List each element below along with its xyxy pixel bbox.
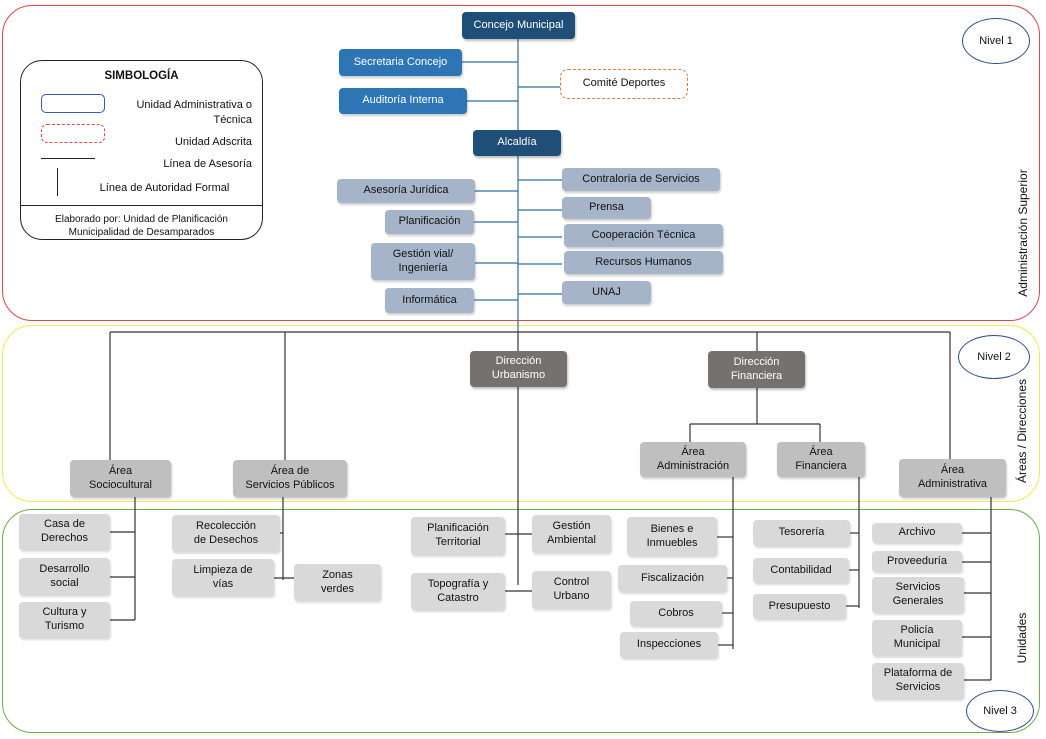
node-cooperacion-tecnica[interactable]: Cooperación Técnica xyxy=(564,224,723,247)
node-desarrollo-social[interactable]: Desarrollo social xyxy=(19,558,110,595)
node-control-urbano[interactable]: Control Urbano xyxy=(532,571,611,609)
node-area-administrativa[interactable]: Área Administrativa xyxy=(899,459,1006,497)
node-area-servicios-publicos[interactable]: Área de Servicios Públicos xyxy=(233,460,347,497)
legend-unidad-administrativa-label: Unidad Administrativa o Técnica xyxy=(136,99,252,126)
node-gestion-ambiental[interactable]: Gestión Ambiental xyxy=(532,515,611,553)
node-prensa[interactable]: Prensa xyxy=(562,197,651,219)
node-bienes-inmuebles[interactable]: Bienes e Inmuebles xyxy=(627,517,717,556)
node-contabilidad[interactable]: Contabilidad xyxy=(753,558,849,583)
node-cobros[interactable]: Cobros xyxy=(630,601,722,626)
legend-unidad-administrativa-swatch xyxy=(41,94,105,113)
node-auditoria-interna[interactable]: Auditoría Interna xyxy=(339,88,467,114)
band-areas-direcciones xyxy=(2,325,1040,502)
legend-unidad-adscrita-label: Unidad Adscrita xyxy=(174,136,252,148)
node-unaj[interactable]: UNAJ xyxy=(562,281,651,304)
node-direccion-urbanismo[interactable]: Dirección Urbanismo xyxy=(470,351,567,387)
node-alcaldia[interactable]: Alcaldía xyxy=(473,130,561,156)
node-fiscalizacion[interactable]: Fiscalización xyxy=(618,565,727,592)
label-administracion-superior: Administración Superior xyxy=(1016,169,1030,297)
node-asesoria-juridica[interactable]: Asesoría Jurídica xyxy=(337,179,475,203)
legend-linea-autoridad-swatch xyxy=(57,168,58,196)
node-topografia-catastro[interactable]: Topografía y Catastro xyxy=(411,573,505,610)
node-contraloria-servicios[interactable]: Contraloría de Servicios xyxy=(562,168,720,191)
node-secretaria-concejo[interactable]: Secretaria Concejo xyxy=(339,49,462,76)
node-cultura-turismo[interactable]: Cultura y Turismo xyxy=(19,602,110,638)
band-administracion-superior xyxy=(2,5,1040,321)
nivel-2-badge: Nivel 2 xyxy=(958,335,1030,379)
nivel-3-badge: Nivel 3 xyxy=(966,690,1034,732)
node-area-financiera[interactable]: Área Financiera xyxy=(777,442,865,477)
legend-linea-asesoria-label: Línea de Asesoría xyxy=(163,158,252,170)
legend-title: SIMBOLOGÍA xyxy=(104,70,179,82)
legend-linea-autoridad-label: Línea de Autoridad Formal xyxy=(99,182,230,194)
node-policia-municipal[interactable]: Policía Municipal xyxy=(872,620,962,656)
node-planificacion-territorial[interactable]: Planificación Territorial xyxy=(411,517,505,555)
node-gestion-vial[interactable]: Gestión vial/ Ingeniería xyxy=(371,243,475,280)
legend-footer: Elaborado por: Unidad de Planificación M… xyxy=(55,214,228,238)
legend-unidad-adscrita-swatch xyxy=(41,124,105,143)
node-area-administracion[interactable]: Área Administración xyxy=(640,442,746,477)
legend-divider xyxy=(21,205,262,206)
node-presupuesto[interactable]: Presupuesto xyxy=(753,594,846,619)
node-proveeduria[interactable]: Proveeduría xyxy=(872,551,962,572)
node-archivo[interactable]: Archivo xyxy=(872,523,962,543)
node-informatica[interactable]: Informática xyxy=(385,288,474,313)
node-recursos-humanos[interactable]: Recursos Humanos xyxy=(564,251,723,274)
node-planificacion[interactable]: Planificación xyxy=(385,210,474,234)
legend-linea-asesoria-swatch xyxy=(41,158,95,159)
node-recoleccion-desechos[interactable]: Recolección de Desechos xyxy=(172,515,280,552)
node-tesoreria[interactable]: Tesorería xyxy=(753,520,850,546)
legend-simbologia: SIMBOLOGÍA Unidad Administrativa o Técni… xyxy=(20,60,263,240)
label-unidades: Unidades xyxy=(1015,612,1029,664)
node-zonas-verdes[interactable]: Zonas verdes xyxy=(294,564,381,601)
nivel-1-badge: Nivel 1 xyxy=(962,18,1030,64)
band-unidades xyxy=(2,509,1040,733)
node-casa-derechos[interactable]: Casa de Derechos xyxy=(19,514,110,550)
node-inspecciones[interactable]: Inspecciones xyxy=(620,632,718,658)
node-limpieza-vias[interactable]: Limpieza de vías xyxy=(172,559,274,596)
node-direccion-financiera[interactable]: Dirección Financiera xyxy=(708,351,805,388)
node-servicios-generales[interactable]: Servicios Generales xyxy=(872,577,964,613)
label-areas-direcciones: Áreas / Direcciones xyxy=(1015,378,1029,484)
node-plataforma-servicios[interactable]: Plataforma de Servicios xyxy=(872,663,964,699)
node-concejo-municipal[interactable]: Concejo Municipal xyxy=(462,12,575,39)
node-area-sociocultural[interactable]: Área Sociocultural xyxy=(70,460,171,497)
node-comite-deportes[interactable]: Comité Deportes xyxy=(560,69,688,99)
